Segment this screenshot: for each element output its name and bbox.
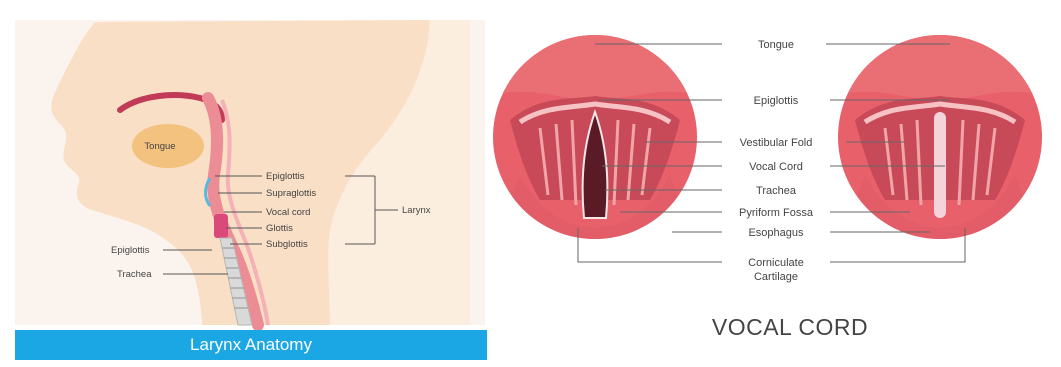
larynx-anatomy-banner: Larynx Anatomy [15,330,487,360]
larynx-structure [214,214,228,238]
vc-label-corniculate: Corniculate [748,257,804,269]
label-glottis: Glottis [266,223,293,234]
head-profile-illustration: Tongue Epiglottis Supraglottis Vocal cor… [15,20,485,325]
label-tongue: Tongue [144,141,175,152]
label-supraglottis: Supraglottis [266,188,316,199]
vocal-cord-closed-illustration [838,30,1042,240]
label-epiglottis-inner: Epiglottis [266,171,305,182]
vc-label-epiglottis: Epiglottis [754,95,799,107]
label-larynx: Larynx [402,205,431,216]
vc-label-vocal-cord: Vocal Cord [749,161,803,173]
vc-label-pyriform-fossa: Pyriform Fossa [739,207,814,219]
vc-label-trachea: Trachea [756,185,797,197]
vocal-cord-title: VOCAL CORD [640,314,940,341]
vc-label-cartilage: Cartilage [754,271,798,283]
vc-label-vestibular-fold: Vestibular Fold [740,137,813,149]
vc-label-tongue: Tongue [758,39,794,51]
label-epiglottis-outer: Epiglottis [111,245,150,256]
vocal-cord-open-illustration [493,30,697,240]
vc-label-esophagus: Esophagus [748,227,804,239]
label-trachea: Trachea [117,269,152,280]
label-vocal-cord: Vocal cord [266,207,310,218]
label-subglottis: Subglottis [266,239,308,250]
